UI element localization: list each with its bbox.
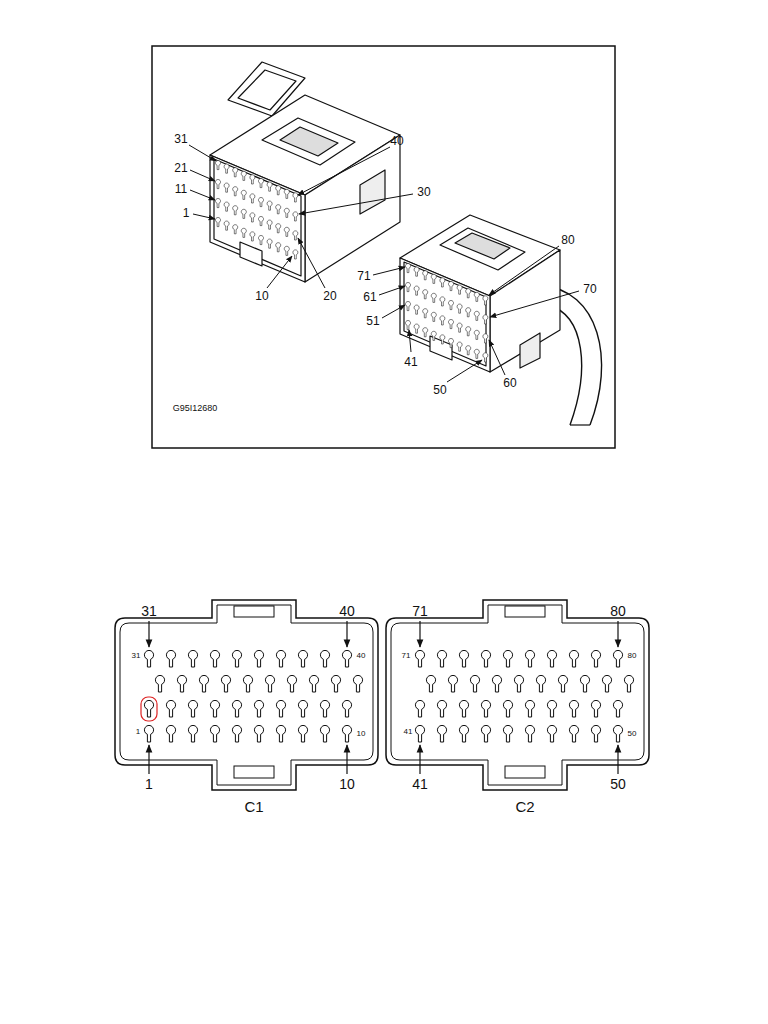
connector-c2-face	[415, 725, 622, 742]
connector-c2-perspective	[405, 282, 487, 324]
leader-lines	[409, 330, 411, 352]
leader-lines	[190, 170, 215, 181]
pin-number-small: 41	[404, 728, 413, 736]
pin-number: 40	[339, 604, 355, 618]
callout-number: 30	[417, 186, 430, 198]
connector-c2-perspective	[405, 301, 487, 343]
pin-number-small: 40	[357, 652, 366, 660]
pin-number-small: 31	[132, 652, 141, 660]
connector-c1-perspective	[262, 118, 355, 165]
figure-frame	[152, 46, 615, 448]
connector-c1-perspective	[238, 70, 296, 110]
connector-c1-face	[115, 600, 378, 790]
connector-name: C1	[244, 799, 263, 814]
callout-number: 61	[363, 291, 376, 303]
leader-lines	[267, 256, 292, 288]
callout-number: 21	[174, 162, 187, 174]
pin-number-small: 50	[628, 730, 637, 738]
callout-number: 10	[255, 290, 268, 302]
leader-lines	[490, 291, 579, 317]
pin-number: 41	[412, 777, 428, 791]
pin-number: 71	[412, 604, 428, 618]
pin-number-small: 71	[402, 652, 411, 660]
connector-c1-perspective	[215, 179, 297, 221]
pin-number-small: 80	[628, 652, 637, 660]
callout-number: 1	[183, 207, 190, 219]
leader-lines	[189, 145, 579, 382]
connector-c1-perspective	[215, 160, 297, 202]
connector-c1-face	[144, 725, 351, 742]
leader-lines	[299, 194, 413, 214]
leader-lines	[193, 214, 215, 219]
connector-c1-face	[144, 650, 351, 667]
connector-c1-face	[115, 600, 378, 790]
callout-number: 11	[175, 183, 187, 195]
pin-arrows	[346, 621, 347, 647]
connector-c2-face	[415, 700, 622, 717]
callout-number: 80	[561, 234, 574, 246]
connector-c1-perspective	[215, 198, 297, 240]
callout-number: 71	[357, 270, 370, 282]
connector-c2-perspective	[570, 424, 590, 425]
callout-number: 40	[390, 135, 403, 147]
connector-c2-face	[426, 675, 633, 692]
connector-c2-perspective	[405, 263, 487, 305]
pin-arrows	[346, 745, 347, 774]
connector-c1-face	[155, 675, 362, 692]
leader-lines	[190, 190, 215, 200]
connector-c2-perspective	[455, 233, 510, 259]
pin-arrows	[419, 745, 420, 774]
connector-c1-perspective	[210, 62, 400, 282]
connector-c1-face	[144, 700, 351, 717]
connector-c1-perspective	[280, 127, 338, 156]
connector-c2-perspective	[400, 258, 490, 372]
leader-lines	[489, 246, 559, 295]
pin-number: 31	[141, 604, 157, 618]
leader-lines	[298, 147, 390, 195]
connector-c2-perspective	[405, 320, 487, 362]
callout-number: 51	[366, 315, 379, 327]
pin-number: 10	[339, 777, 355, 791]
connector-c2-perspective	[520, 333, 540, 368]
leader-lines	[382, 305, 405, 318]
connector-c2-perspective	[440, 228, 525, 270]
callout-number: 20	[323, 290, 336, 302]
pin-arrows	[148, 621, 149, 647]
pin-number: 80	[610, 604, 626, 618]
highlight-ring	[141, 697, 157, 721]
leader-lines	[189, 145, 216, 161]
callout-number: 41	[404, 356, 417, 368]
pin-number: 1	[145, 777, 153, 791]
figure-code: G95I12680	[173, 404, 218, 413]
pin-arrows	[148, 745, 149, 774]
pin-arrows	[419, 621, 420, 647]
connector-c1-perspective	[360, 170, 385, 214]
connector-c2-face	[386, 600, 649, 790]
connector-c2-perspective	[400, 215, 602, 425]
connector-c1-perspective	[240, 242, 262, 266]
callout-number: 31	[174, 133, 187, 145]
leader-lines	[489, 340, 505, 375]
pin-number-small: 10	[357, 730, 366, 738]
connector-c1-perspective	[210, 155, 305, 282]
pin-arrows	[617, 621, 618, 647]
pin-number: 50	[610, 777, 626, 791]
connector-c2-face	[415, 650, 622, 667]
pin-arrows	[617, 745, 618, 774]
pin-number-small: 1	[136, 728, 140, 736]
callout-number: 70	[583, 283, 596, 295]
callout-number: 60	[503, 377, 516, 389]
leader-lines	[373, 267, 405, 275]
leader-lines	[298, 238, 325, 288]
leader-lines	[447, 360, 482, 382]
pin-arrows	[149, 621, 618, 774]
connector-c1-perspective	[215, 217, 297, 259]
connector-c2-face	[386, 600, 649, 790]
connector-name: C2	[515, 799, 534, 814]
callout-number: 50	[433, 384, 446, 396]
leader-lines	[379, 286, 405, 295]
connector-c1-perspective	[214, 159, 301, 276]
